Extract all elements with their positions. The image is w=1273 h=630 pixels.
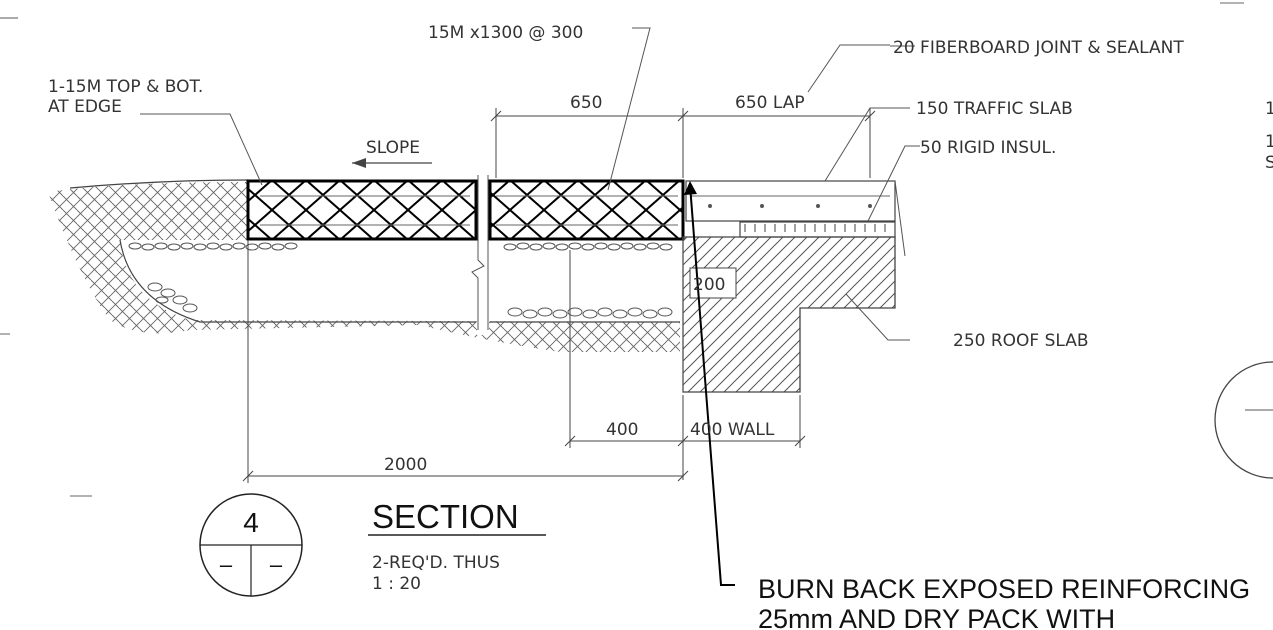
section-number: 4 [243, 507, 259, 538]
traffic-slab-label: 150 TRAFFIC SLAB [916, 99, 1073, 119]
right-edge-text-2: 1 [1265, 132, 1273, 152]
dim-400-wall: 400 WALL [690, 420, 775, 440]
slab-end-break [894, 180, 906, 257]
edge-bars-label-1: 1-15M TOP & BOT. [48, 77, 203, 97]
sheet-ref-left: – [220, 552, 233, 577]
edge-bars-label-2: AT EDGE [48, 97, 122, 117]
required-note: 2-REQ'D. THUS [372, 553, 500, 573]
section-title: SECTION [372, 498, 519, 535]
gravel-bed-edge [119, 239, 476, 323]
leader-lines [140, 27, 920, 341]
slope-label: SLOPE [366, 138, 420, 158]
insulation-label: 50 RIGID INSUL. [920, 138, 1056, 158]
detail-bubble-partial [1214, 361, 1273, 479]
burn-back-leader [689, 184, 735, 586]
misc-marks [0, 2, 1244, 497]
joint-label: 20 FIBERBOARD JOINT & SEALANT [893, 38, 1184, 58]
ground-line [69, 179, 249, 189]
sheet-ref-right: – [270, 552, 283, 577]
scale-label: 1 : 20 [372, 574, 421, 594]
gravel-fill [128, 242, 673, 319]
break-gap [477, 175, 489, 335]
title-bubble [199, 493, 303, 597]
break-line-left [471, 175, 485, 330]
dimension-lines [242, 108, 876, 483]
burn-back-note-1: BURN BACK EXPOSED REINFORCING [758, 574, 1250, 604]
dim-200: 200 [693, 275, 725, 295]
right-edge-text-1: 1 [1265, 99, 1273, 119]
rebar-dots [708, 204, 872, 208]
rigid-insulation [739, 221, 896, 238]
slab-section-right [488, 179, 685, 241]
dim-2000: 2000 [384, 455, 427, 475]
roof-slab-label: 250 ROOF SLAB [953, 331, 1089, 351]
dim-400: 400 [606, 420, 638, 440]
right-edge-text-3: S [1265, 153, 1273, 173]
slope-arrow [352, 158, 432, 168]
burn-back-arrowhead [684, 181, 697, 195]
slab-section-left [246, 179, 478, 241]
traffic-slab [685, 180, 896, 222]
dim-650-lap: 650 LAP [735, 93, 805, 113]
burn-back-note-2: 25mm AND DRY PACK WITH [758, 604, 1115, 630]
roof-slab-wall [682, 236, 896, 393]
dim-650: 650 [570, 93, 602, 113]
earth-hatch [48, 182, 680, 352]
rebar-spacing-label: 15M x1300 @ 300 [428, 23, 583, 43]
